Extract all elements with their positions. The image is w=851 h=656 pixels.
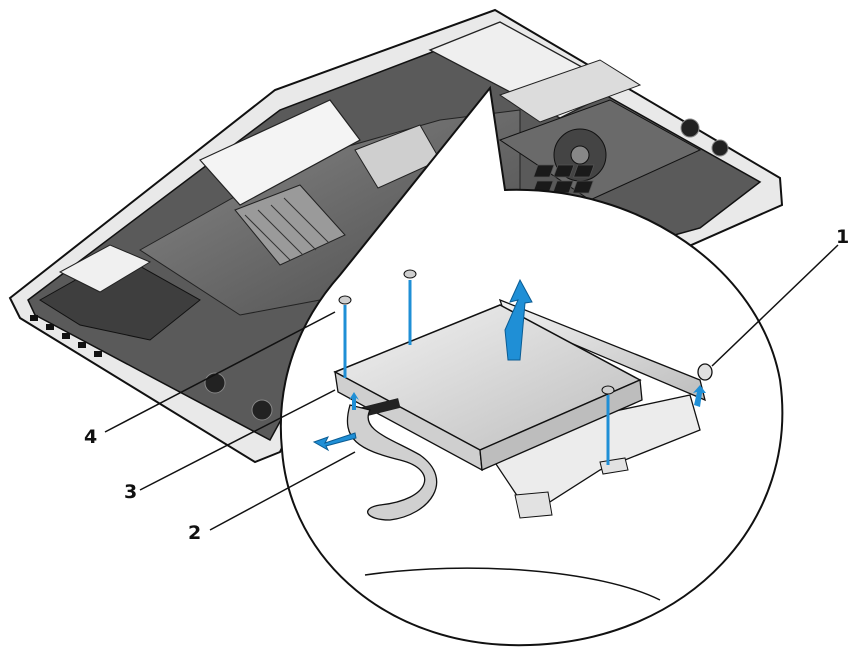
screw-2 — [404, 270, 416, 278]
speaker-left-2 — [252, 400, 272, 420]
speaker-right-1 — [681, 119, 699, 137]
speaker-right-2 — [712, 140, 728, 156]
callout-3: 3 — [124, 483, 137, 502]
callout-2: 2 — [188, 524, 201, 543]
screw-3 — [602, 386, 614, 394]
callout-1: 1 — [836, 228, 849, 247]
screw-1 — [339, 296, 351, 304]
fan-hub — [571, 146, 589, 164]
release-latch — [698, 364, 712, 380]
callout-4: 4 — [84, 428, 97, 447]
bracket-foot — [515, 492, 552, 518]
speaker-left-1 — [205, 373, 225, 393]
